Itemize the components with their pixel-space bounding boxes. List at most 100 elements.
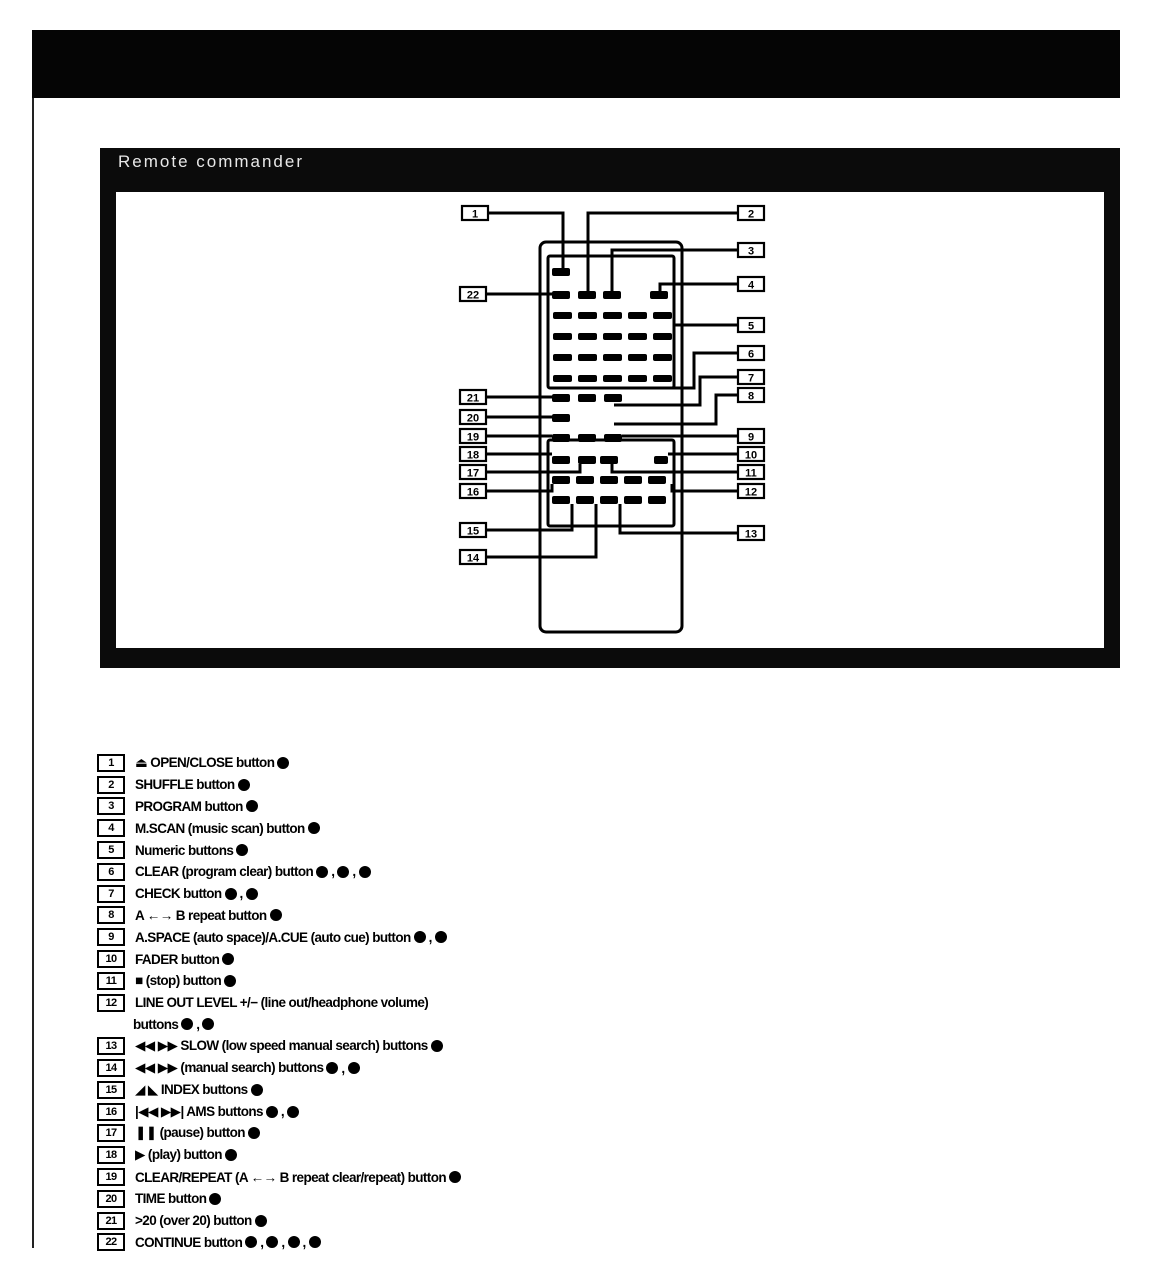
fader-key [654, 456, 668, 464]
reference-dot [245, 887, 258, 900]
reference-dot [326, 1062, 339, 1075]
numeric-key [603, 312, 622, 319]
callout-number: 17 [467, 468, 479, 480]
reference-dot [413, 931, 426, 944]
legend-number: 10 [97, 950, 125, 969]
reference-dot [209, 1192, 222, 1205]
reference-dots [224, 1149, 240, 1162]
callout-box [458, 388, 488, 406]
reference-dots [222, 953, 237, 966]
legend-item: 14◀◀ ▶▶ (manual search) buttons, [97, 1057, 717, 1079]
reference-dots [236, 844, 251, 857]
callout-label: 6 [736, 344, 766, 362]
reference-dot [358, 865, 371, 878]
legend-text: CLEAR (program clear) button [135, 864, 314, 880]
leader-line [486, 484, 554, 493]
reference-dots [247, 1127, 263, 1140]
leader-line [618, 504, 738, 535]
reference-dots: , [224, 886, 261, 901]
legend-text: ❚❚ (pause) button [135, 1125, 246, 1141]
dot-separator: , [260, 1234, 264, 1250]
dot-separator: , [428, 929, 433, 945]
numeric-key [628, 375, 647, 382]
legend-text: CHECK button [135, 886, 222, 902]
leader-line [614, 375, 738, 407]
reference-dot [277, 756, 290, 769]
legend-number: 5 [97, 841, 125, 860]
legend-text: >20 (over 20) button [135, 1213, 252, 1229]
callout-number: 5 [748, 321, 754, 333]
reference-dots [277, 756, 292, 769]
transport-key [552, 476, 570, 484]
callout-label: 13 [736, 524, 766, 542]
callout-number: 20 [467, 413, 479, 425]
reference-dots: , [326, 1061, 362, 1076]
callout-box [736, 463, 766, 481]
legend-number: 1 [97, 753, 125, 772]
legend-item: 11■ (stop) button [97, 970, 717, 992]
left-margin-rule [32, 98, 34, 1248]
legend-number: 22 [97, 1233, 125, 1252]
legend-text: ■ (stop) button [135, 973, 222, 989]
callout-label: 4 [736, 275, 766, 293]
callout-number: 3 [748, 246, 754, 258]
leader-line [588, 351, 738, 390]
reference-dots [269, 909, 285, 922]
reference-dot [224, 1149, 237, 1162]
reference-dots [254, 1214, 270, 1227]
callout-box [460, 204, 490, 222]
reference-dots: ,,, [245, 1235, 323, 1250]
legend-text: CONTINUE button [135, 1234, 243, 1250]
legend-text: CLEAR/REPEAT (A ←→ B repeat clear/repeat… [135, 1169, 447, 1185]
legend-number: 3 [97, 797, 125, 816]
leader-line [486, 464, 582, 474]
legend-text: PROGRAM button [135, 798, 243, 814]
search-key [624, 496, 642, 504]
callout-number: 2 [748, 209, 754, 221]
legend-number: 7 [97, 884, 125, 903]
legend-text: M.SCAN (music scan) button [135, 820, 305, 836]
callout-label: 11 [736, 463, 766, 481]
legend-text: ⏏ OPEN/CLOSE button [135, 754, 275, 770]
legend-text: A.SPACE (auto space)/A.CUE (auto cue) bu… [135, 929, 411, 945]
legend-text: |◀◀ ▶▶| AMS buttons [135, 1103, 264, 1119]
numeric-key [578, 333, 597, 340]
reference-dot [337, 865, 350, 878]
legend-item: 5 Numeric buttons [97, 839, 717, 861]
callout-number: 8 [748, 391, 754, 403]
callout-label: 9 [736, 427, 766, 445]
legend-text: buttons [133, 1016, 179, 1032]
over20-key [552, 394, 570, 402]
callout-box [736, 241, 766, 259]
legend-number: 17 [97, 1124, 125, 1143]
legend-number: 16 [97, 1102, 125, 1121]
dot-separator: , [331, 864, 335, 880]
reference-dots: , [413, 929, 450, 945]
reference-dot [222, 953, 235, 966]
reference-dot [307, 822, 320, 835]
legend-item: 16|◀◀ ▶▶| AMS buttons, [97, 1101, 717, 1123]
reference-dot [250, 1083, 263, 1096]
numeric-key [653, 375, 672, 382]
numeric-key [553, 312, 572, 319]
legend-number: 13 [97, 1037, 125, 1056]
leader-line [610, 464, 738, 474]
leader-line [586, 211, 738, 291]
legend-number: 8 [97, 906, 125, 925]
numeric-key [628, 333, 647, 340]
legend-item: buttons, [97, 1014, 717, 1036]
callout-box [736, 482, 766, 500]
legend-number: 18 [97, 1146, 125, 1165]
legend-number: 21 [97, 1211, 125, 1230]
callout-label: 1 [460, 204, 490, 222]
dot-separator: , [281, 1234, 285, 1250]
legend-text: Numeric buttons [135, 842, 234, 858]
legend-item: 7 CHECK button, [97, 883, 717, 905]
transport-key [600, 476, 618, 484]
leader-line [670, 484, 738, 493]
